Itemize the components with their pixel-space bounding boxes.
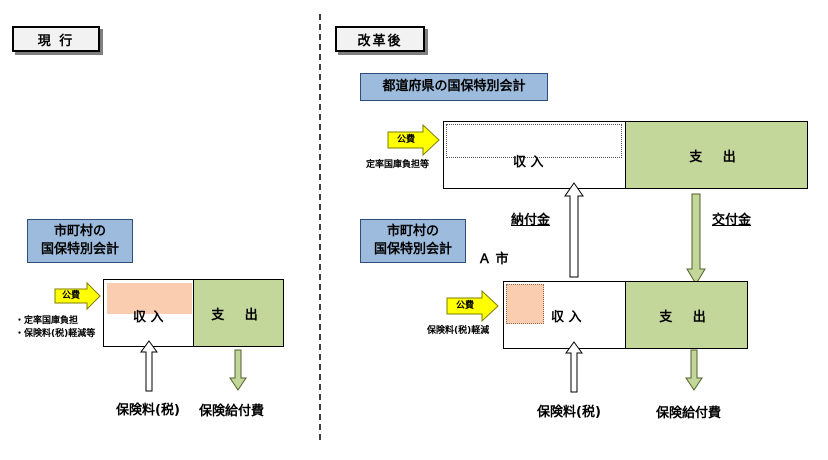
current-benefit-label: 保険給付費 [199, 404, 265, 419]
current-premium-label: 保険料(税) [116, 403, 180, 418]
current-expense-box: 支 出 [193, 279, 284, 347]
payment-label: 納付金 [511, 213, 551, 228]
reformed-municipal-account-label: 市町村の 国保特別会計 [360, 219, 466, 263]
municipal-note-premium-reduction: 保険料(税)軽減 [427, 326, 490, 336]
municipal-benefit-arrow [685, 349, 703, 391]
current-heading: 現 行 [12, 26, 100, 52]
prefecture-public-funds-label: 公費 [397, 135, 416, 145]
prefecture-account-label: 都道府県の国保特別会計 [360, 73, 548, 101]
municipal-public-funds-label: 公費 [456, 301, 475, 311]
current-municipal-account-label: 市町村の 国保特別会計 [27, 219, 133, 263]
prefecture-public-funds-arrow [387, 123, 440, 157]
current-note-national-share: ・定率国庫負担 [15, 316, 79, 326]
municipal-public-funds-block [506, 284, 544, 324]
grant-label: 交付金 [712, 213, 752, 228]
current-public-funds-block [107, 283, 192, 314]
payment-arrow [564, 182, 584, 278]
current-benefit-arrow [229, 349, 247, 391]
city-label: Ａ 市 [478, 252, 509, 267]
municipal-expense-box: 支 出 [625, 281, 748, 349]
prefecture-income-box [443, 121, 626, 189]
reformed-heading: 改革後 [335, 26, 425, 52]
current-premium-arrow [140, 340, 158, 392]
current-public-funds-arrow [54, 281, 101, 311]
grant-arrow [686, 193, 706, 285]
prefecture-note-national-share: 定率国庫負担等 [366, 160, 430, 170]
prefecture-public-funds-block [446, 124, 622, 158]
current-income-label: 収 入 [133, 310, 164, 325]
municipal-public-funds-arrow [446, 289, 499, 323]
municipal-income-label: 収 入 [551, 310, 582, 325]
current-note-premium-reduction: ・保険料(税)軽減等 [15, 329, 96, 339]
prefecture-income-label: 収 入 [513, 155, 544, 170]
current-public-funds-label: 公費 [62, 291, 81, 301]
municipal-premium-arrow [565, 341, 583, 393]
municipal-benefit-label: 保険給付費 [656, 406, 722, 421]
prefecture-expense-box: 支 出 [625, 121, 808, 189]
municipal-premium-label: 保険料(税) [537, 405, 601, 420]
